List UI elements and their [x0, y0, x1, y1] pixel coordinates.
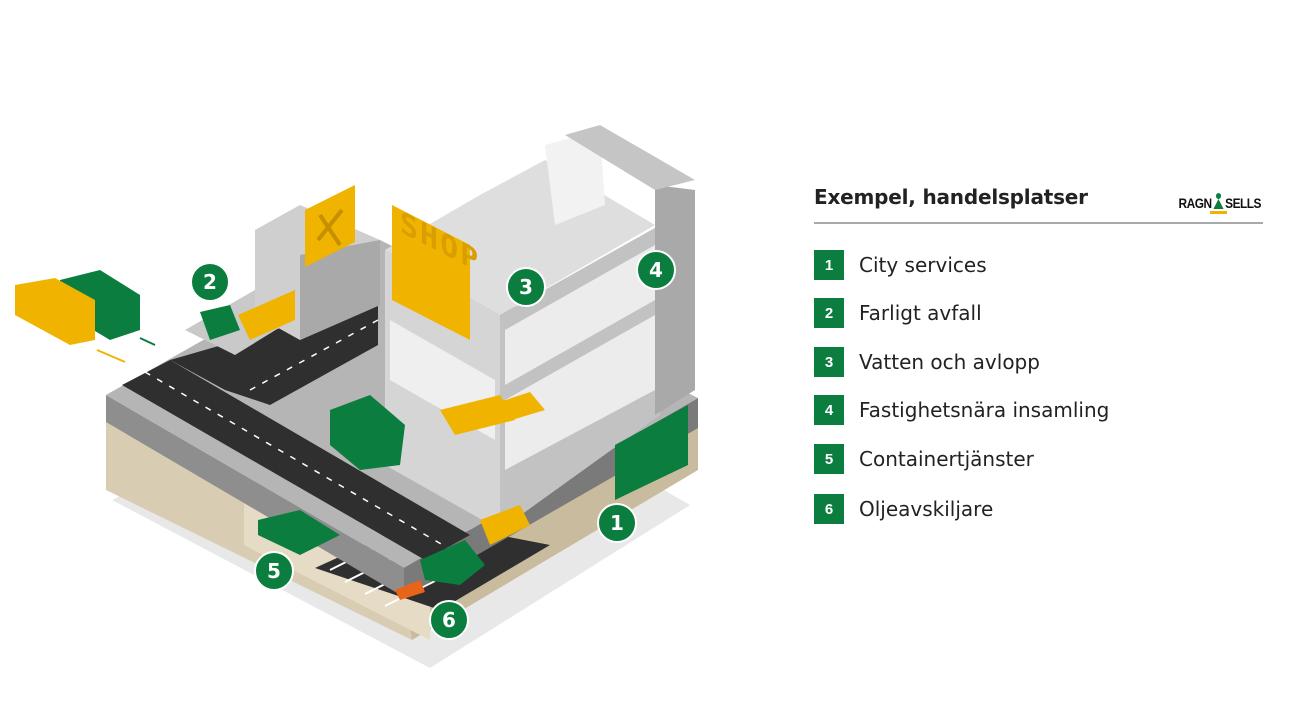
- legend-number-badge: 4: [814, 395, 844, 425]
- hazard-container: [200, 305, 240, 340]
- oil-separator: [395, 580, 425, 600]
- legend-label: Fastighetsnära insamling: [859, 398, 1110, 422]
- garage-container: [480, 505, 530, 545]
- legend-label: Containertjänster: [859, 447, 1034, 471]
- legend-label: City services: [859, 253, 987, 277]
- legend-item: 4 Fastighetsnära insamling: [814, 395, 1109, 425]
- legend-label: Vatten och avlopp: [859, 350, 1040, 374]
- legend-item: 6 Oljeavskiljare: [814, 494, 993, 524]
- legend-title: Exempel, handelsplatser: [814, 185, 1088, 209]
- tanker-truck: [330, 395, 405, 470]
- legend-label: Farligt avfall: [859, 301, 982, 325]
- legend-number-badge: 6: [814, 494, 844, 524]
- arrow-out-icon: [96, 349, 126, 363]
- hazard-cabinet: [238, 290, 295, 340]
- tower-top: [565, 125, 695, 190]
- tower: [655, 185, 695, 415]
- green-collection-truck: [60, 270, 140, 340]
- slab-edge-left: [106, 395, 404, 597]
- marker-5[interactable]: 5: [254, 551, 294, 591]
- logo-text-right: SELLS: [1225, 195, 1261, 211]
- display-table: [490, 392, 545, 422]
- logo-text-left: RAGN: [1178, 195, 1213, 211]
- shop-sign: [392, 205, 470, 340]
- legend-number-badge: 1: [814, 250, 844, 280]
- marker-3[interactable]: 3: [506, 267, 546, 307]
- road-marking: [144, 371, 449, 549]
- marker-4[interactable]: 4: [636, 250, 676, 290]
- store-entrance: [615, 405, 688, 500]
- legend-label: Oljeavskiljare: [859, 497, 994, 521]
- legend-item: 5 Containertjänster: [814, 444, 1034, 474]
- ragn-sells-logo: RAGN SELLS: [1178, 193, 1262, 214]
- arrow-in-icon: [139, 337, 156, 346]
- legend-number-badge: 5: [814, 444, 844, 474]
- logo-figure-icon: [1209, 193, 1227, 214]
- legend-number-badge: 2: [814, 298, 844, 328]
- road-marking: [249, 319, 379, 391]
- legend: Exempel, handelsplatser RAGN SELLS 1 City…: [814, 185, 1263, 524]
- roof-stairhouse: [545, 130, 605, 225]
- legend-item: 1 City services: [814, 250, 987, 280]
- recycling-containers: [258, 510, 340, 555]
- legend-item: 3 Vatten och avlopp: [814, 347, 1040, 377]
- marker-2[interactable]: 2: [190, 262, 230, 302]
- yellow-truck: [15, 278, 95, 345]
- left-building-side: [300, 240, 380, 340]
- garage-truck: [420, 540, 485, 585]
- legend-item: 2 Farligt avfall: [814, 298, 982, 328]
- marker-6[interactable]: 6: [429, 600, 469, 640]
- marker-1[interactable]: 1: [597, 503, 637, 543]
- hammer-wrench-icon: [316, 208, 344, 247]
- building-right-floors: [505, 315, 655, 470]
- legend-divider: [814, 222, 1263, 224]
- legend-number-badge: 3: [814, 347, 844, 377]
- building-right-floors: [505, 245, 655, 385]
